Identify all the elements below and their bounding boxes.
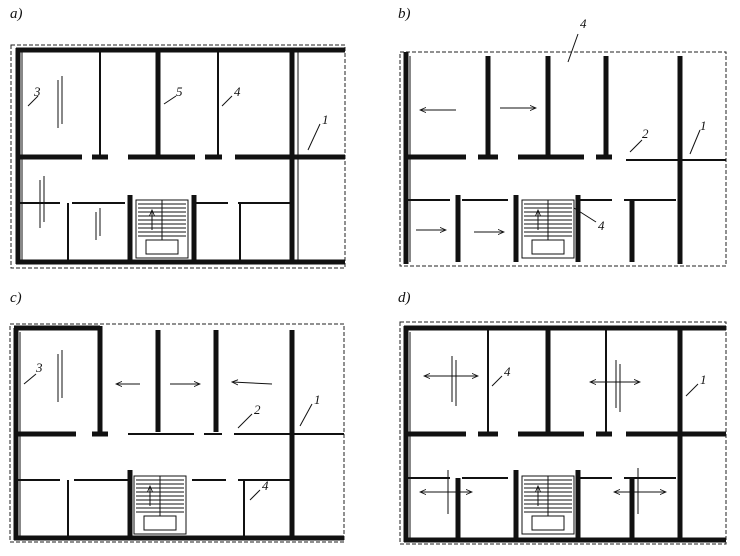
panel-c: c) 3 2 1	[9, 290, 345, 543]
callout-4: 4	[262, 478, 269, 493]
callout-3: 3	[33, 84, 41, 99]
callout-1: 1	[314, 392, 321, 407]
panel-label-d: d)	[398, 290, 411, 306]
callout-2: 2	[254, 402, 261, 417]
panel-d: d)	[398, 290, 727, 545]
callout-4-bottom: 4	[598, 218, 605, 233]
callout-1: 1	[700, 372, 707, 387]
callout-1: 1	[322, 112, 329, 127]
panel-label-a: a)	[10, 6, 23, 22]
panel-a: a) 3 5 4	[10, 6, 346, 269]
panel-b: b) 4 2 1 4	[398, 6, 727, 267]
callout-3: 3	[35, 360, 43, 375]
callout-5: 5	[176, 84, 183, 99]
callout-1: 1	[700, 118, 707, 133]
callout-4-top: 4	[580, 16, 587, 31]
panel-label-c: c)	[10, 290, 22, 306]
callout-4: 4	[504, 364, 511, 379]
panel-label-b: b)	[398, 6, 411, 22]
callout-4: 4	[234, 84, 241, 99]
callout-2: 2	[642, 126, 649, 141]
